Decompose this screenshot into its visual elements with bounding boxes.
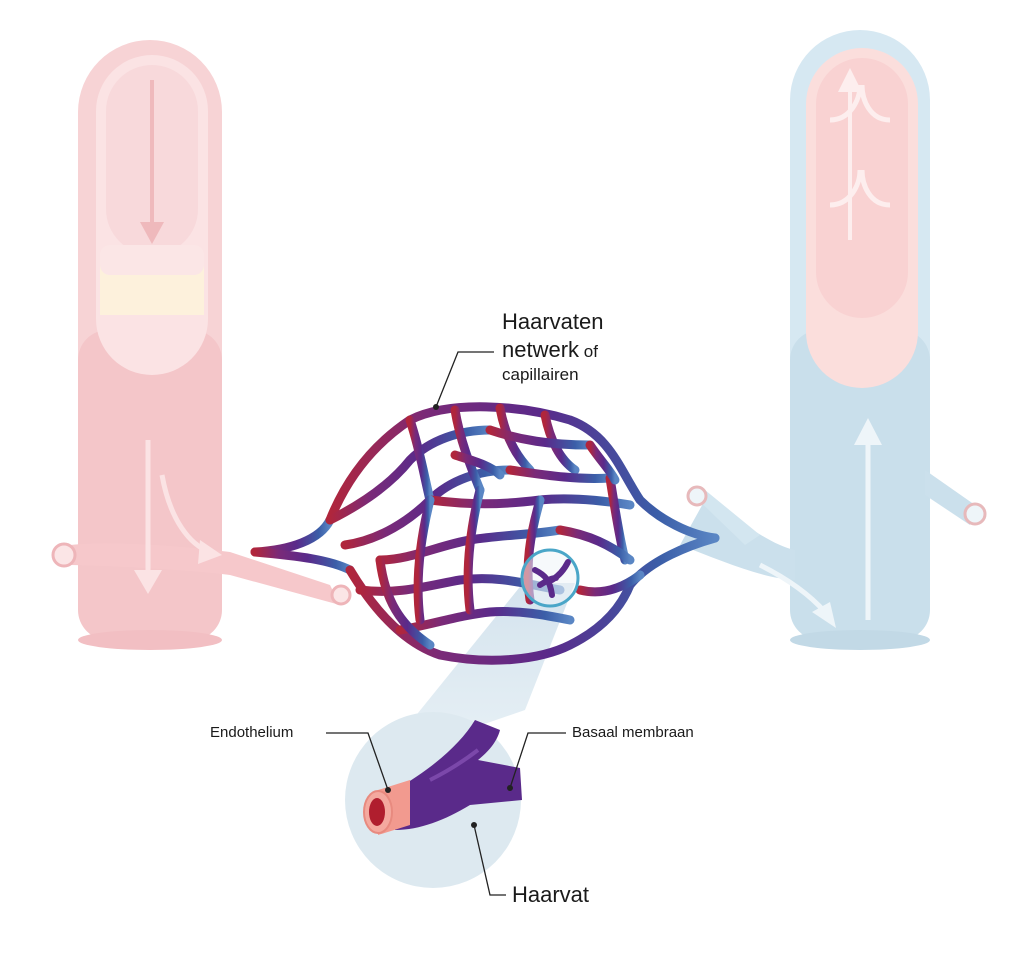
network-title-line3: capillairen xyxy=(502,365,579,384)
network-title-line2: netwerk of xyxy=(502,337,598,362)
basal-membrane-leader-line xyxy=(509,732,566,789)
capillary-leader-line xyxy=(473,824,506,896)
endothelium-label: Endothelium xyxy=(210,724,293,741)
vein-flow-arrow-top xyxy=(838,68,862,240)
network-title-of: of xyxy=(579,342,598,361)
artery-flow-arrow-bottom xyxy=(134,440,162,594)
label-basal-membrane: Basaal membraan xyxy=(507,724,694,791)
network-title-line1: Haarvaten xyxy=(502,309,604,334)
capillary-label: Haarvat xyxy=(512,882,589,907)
label-capillary: Haarvat xyxy=(471,822,589,907)
network-leader-line xyxy=(435,351,494,408)
label-endothelium: Endothelium xyxy=(210,724,391,793)
artery-flow-arrow-curve xyxy=(159,474,222,564)
label-network: Haarvaten netwerk of capillairen xyxy=(433,309,604,410)
zoom-highlight xyxy=(520,548,580,608)
endothelium-leader-line xyxy=(326,732,389,791)
artery xyxy=(51,40,352,650)
basal-membrane-label: Basaal membraan xyxy=(572,724,694,741)
network-title-bold: netwerk xyxy=(502,337,580,362)
vein xyxy=(680,30,987,650)
capillary-network xyxy=(250,402,720,665)
vein-flow-arrow-curve xyxy=(758,562,836,628)
zoom-detail xyxy=(345,712,522,888)
artery-flow-arrow-top xyxy=(140,80,164,244)
vein-flow-arrow-bottom xyxy=(854,418,882,620)
